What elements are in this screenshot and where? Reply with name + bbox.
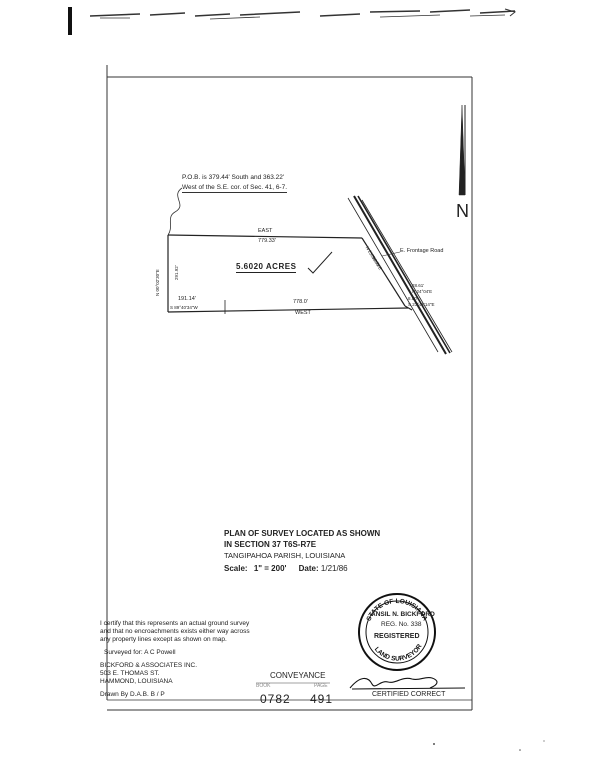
plan-line1: PLAN OF SURVEY LOCATED AS SHOWN	[224, 529, 381, 538]
firm-name: BICKFORD & ASSOCIATES INC.	[100, 662, 198, 669]
plan-line2: IN SECTION 37 T6S-R7E	[224, 540, 317, 549]
page-label: PAGE	[314, 683, 328, 689]
certification-block: I certify that this represents an actual…	[100, 620, 250, 657]
se-corner-dim1: 28.61'	[412, 283, 425, 288]
south-line-label: WEST	[295, 310, 311, 316]
se-corner-bearing1: N 24°04'E	[412, 289, 433, 294]
cert-line1: I certify that this represents an actual…	[100, 620, 250, 627]
plan-line3: TANGIPAHOA PARISH, LOUISIANA	[224, 551, 346, 560]
firm-street: 503 E. THOMAS ST.	[100, 670, 160, 677]
plan-title-block: PLAN OF SURVEY LOCATED AS SHOWN IN SECTI…	[224, 530, 380, 573]
south-line-distance: 778.0'	[293, 299, 308, 305]
north-line-distance: 779.33'	[258, 238, 276, 244]
north-label: N	[456, 201, 469, 221]
parcel-boundary	[167, 234, 413, 314]
road-label: E. Frontage Road	[400, 248, 444, 254]
se-corner-bearing2: S 23°41'14"E	[408, 302, 435, 307]
west-line-bearing: N 00°02'30"E	[155, 269, 160, 296]
surveyor-seal: STATE OF LOUISIANA LAND SURVEYOR	[358, 593, 436, 671]
se-corner-dim2: 8.50'	[408, 296, 418, 301]
date-value: 1/21/86	[320, 563, 348, 573]
seal-name: ANSIL N. BICKFORD	[371, 611, 435, 618]
firm-city: HAMMOND, LOUISIANA	[100, 678, 173, 685]
map-frame	[106, 65, 473, 711]
scan-specks	[433, 740, 545, 751]
date-label: Date:	[298, 563, 319, 573]
surveyed-for: Surveyed for: A C Powell	[104, 649, 176, 656]
acreage-checkmark-icon	[307, 251, 333, 274]
north-arrow-icon	[458, 104, 466, 196]
pob-leader-line	[167, 187, 183, 236]
parcel-area: 5.6020 ACRES	[236, 262, 297, 273]
pob-note-line2: West of the S.E. cor. of Sec. 41, 6-7.	[182, 184, 288, 193]
road-label-leader	[381, 251, 401, 257]
seal-reg: REG. No. 338	[381, 621, 422, 628]
surveyor-signature	[349, 677, 466, 690]
seal-status: REGISTERED	[374, 633, 420, 640]
scale-label: Scale:	[224, 563, 248, 573]
page-number: 491	[310, 692, 334, 706]
scan-header-noise	[68, 7, 517, 35]
west-line-distance: 291.92'	[174, 265, 179, 280]
svg-text:LAND SURVEYOR: LAND SURVEYOR	[373, 643, 424, 663]
pob-note: P.O.B. is 379.44' South and 363.22' West…	[182, 174, 288, 193]
firm-block: BICKFORD & ASSOCIATES INC. 503 E. THOMAS…	[100, 662, 197, 686]
seal-bottom-text: LAND SURVEYOR	[373, 643, 424, 663]
pob-note-line1: P.O.B. is 379.44' South and 363.22'	[182, 174, 285, 181]
cert-line3: any property lines except as shown on ma…	[100, 636, 227, 643]
scale-value: 1" = 200'	[253, 563, 287, 573]
cert-line2: and that no encroachments exists either …	[100, 628, 250, 635]
book-label: BOOK	[256, 683, 271, 689]
certified-correct: CERTIFIED CORRECT	[372, 691, 446, 698]
south-short-distance: 191.14'	[178, 296, 196, 302]
book-number: 0782	[260, 692, 291, 706]
conveyance-label: CONVEYANCE	[270, 671, 326, 680]
frontage-road	[347, 195, 453, 355]
north-line-label: EAST	[258, 228, 273, 234]
drawn-by: Drawn By D.A.B. B / P	[100, 691, 165, 698]
south-bearing: S 89°40'34"W	[170, 305, 198, 310]
